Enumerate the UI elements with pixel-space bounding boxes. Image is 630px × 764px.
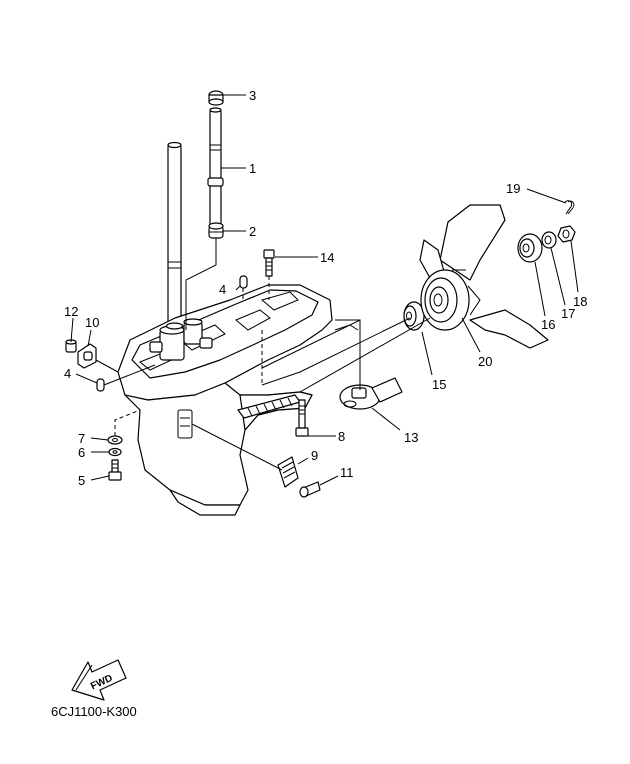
callout-6: 6 [78, 445, 85, 460]
bolt-part-5 [108, 459, 122, 481]
bushing-part-3 [208, 90, 224, 106]
trim-tab-part-13 [339, 377, 403, 410]
connection-lines [95, 238, 431, 471]
shift-rod [207, 107, 224, 226]
washer-part-7 [107, 435, 123, 445]
spring-washer-part-6 [108, 447, 122, 457]
fwd-arrow-icon: FWD [71, 659, 127, 701]
drawing-code: 6CJ1100-K300 [51, 704, 137, 719]
callout-7: 7 [78, 431, 85, 446]
bracket-part-10 [77, 343, 97, 369]
callout-19: 19 [506, 181, 520, 196]
callout-14: 14 [320, 250, 334, 265]
spacer-part-16 [517, 233, 543, 263]
callout-12: 12 [64, 304, 78, 319]
callout-8: 8 [338, 429, 345, 444]
callout-13: 13 [404, 430, 418, 445]
callout-numbers: 3 1 2 4 4 5 6 7 8 9 10 11 12 13 14 15 16… [64, 88, 587, 488]
cotter-pin-part-19 [564, 200, 575, 215]
callout-17: 17 [561, 306, 575, 321]
nut-part-18 [557, 225, 576, 243]
callout-4-lower: 4 [64, 366, 71, 381]
callout-2: 2 [249, 224, 256, 239]
callout-16: 16 [541, 317, 555, 332]
dowel-pin-lower [96, 378, 105, 392]
callout-10: 10 [85, 315, 99, 330]
callout-1: 1 [249, 161, 256, 176]
bolt-part-8 [295, 399, 309, 437]
callout-4-upper: 4 [219, 282, 226, 297]
thrust-washer-part-15 [403, 301, 425, 331]
callout-11: 11 [340, 465, 354, 480]
propeller-part-20 [419, 204, 549, 349]
dowel-pin-upper [239, 275, 248, 289]
callout-3: 3 [249, 88, 256, 103]
callout-9: 9 [311, 448, 318, 463]
water-inlet-cover-part-9 [277, 456, 299, 488]
callout-5: 5 [78, 473, 85, 488]
bolt-part-14 [263, 249, 275, 277]
drive-shaft [167, 141, 182, 326]
callout-leaders [70, 94, 579, 486]
callout-15: 15 [432, 377, 446, 392]
washer-part-17 [541, 231, 557, 249]
lower-casing [117, 284, 359, 516]
callout-20: 20 [478, 354, 492, 369]
seal-part-2 [208, 222, 224, 239]
screw-part-11 [299, 481, 321, 498]
callout-18: 18 [573, 294, 587, 309]
